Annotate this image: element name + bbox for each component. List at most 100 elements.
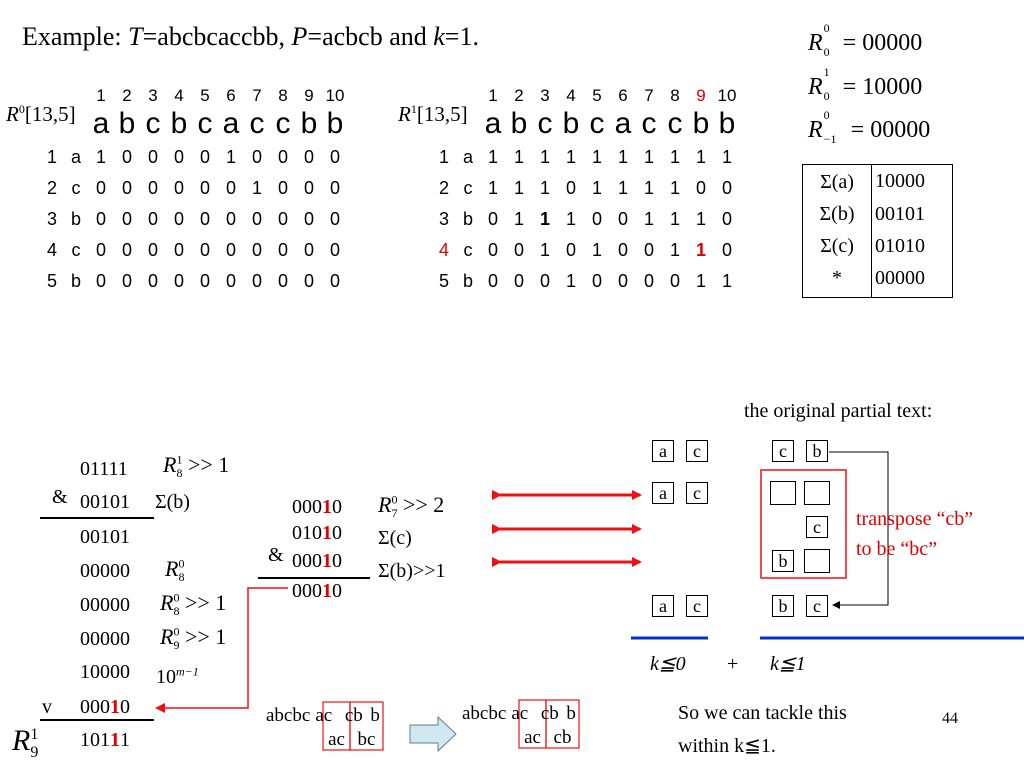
cell: 0 bbox=[695, 178, 706, 198]
r-sub: 8 bbox=[176, 466, 183, 481]
row-letter: c bbox=[463, 178, 473, 198]
or-line bbox=[40, 719, 154, 721]
cell: 1 bbox=[565, 209, 576, 229]
row-letter: b bbox=[70, 209, 81, 229]
transpose-label: transpose “cb” bbox=[856, 508, 974, 530]
empty-box bbox=[770, 481, 796, 505]
calc-line: 01010 bbox=[292, 522, 342, 544]
k0-label: k≦0 bbox=[650, 653, 686, 675]
str-window-b: cb bbox=[540, 703, 559, 724]
note-r8-1: R18 >> 1 bbox=[163, 452, 229, 481]
cell: 1 bbox=[695, 147, 706, 167]
col-num: 8 bbox=[278, 86, 288, 105]
sigma-key: Σ(a) bbox=[802, 164, 872, 198]
eq-r-symbol: R bbox=[808, 30, 823, 56]
text-letter: c bbox=[249, 107, 265, 140]
note-sigma-b: Σ(b) bbox=[155, 491, 190, 513]
calc-line: 00000 bbox=[80, 560, 130, 582]
cell: 0 bbox=[173, 271, 184, 291]
title-p-val: =acbcb and bbox=[307, 22, 434, 51]
r-sub: 9 bbox=[30, 744, 39, 761]
sigma-value: 00101 bbox=[875, 202, 925, 225]
r-sub: 8 bbox=[173, 604, 180, 619]
and-operator: & bbox=[52, 486, 68, 508]
str-window-a: ac bbox=[511, 703, 529, 724]
text-letter: c bbox=[667, 107, 683, 140]
col-num: 6 bbox=[226, 86, 236, 105]
cell: 1 bbox=[669, 240, 680, 260]
cell: 1 bbox=[565, 147, 576, 167]
sigma-table: Σ(a)10000 Σ(b)00101 Σ(c)01010 *00000 bbox=[802, 164, 953, 298]
str-window-a: ac bbox=[315, 705, 333, 726]
k1-label: k≦1 bbox=[770, 653, 806, 675]
row-letter: b bbox=[462, 271, 473, 291]
cell-highlight: 1 bbox=[695, 240, 706, 260]
cell: 0 bbox=[721, 240, 732, 260]
row-letter: c bbox=[463, 240, 473, 260]
cell: 0 bbox=[303, 240, 314, 260]
cell: 0 bbox=[303, 209, 314, 229]
note-r9-0-shift: R09 >> 1 bbox=[160, 624, 226, 651]
cell: 0 bbox=[225, 209, 236, 229]
calc-line: 00010 bbox=[292, 496, 342, 518]
cell: 0 bbox=[147, 147, 158, 167]
text-letter-row: a b c b c a c c b b bbox=[432, 106, 740, 142]
row-num: 1 bbox=[438, 147, 449, 167]
cell: 0 bbox=[173, 178, 184, 198]
col-num: 2 bbox=[514, 86, 524, 105]
cell: 0 bbox=[643, 240, 654, 260]
r-symbol: R bbox=[160, 590, 174, 615]
char-box: a bbox=[652, 595, 674, 617]
note-sigma-c: Σ(c) bbox=[378, 527, 412, 549]
empty-box bbox=[804, 549, 830, 573]
text-letter: b bbox=[562, 107, 580, 140]
cell: 0 bbox=[565, 240, 576, 260]
cell: 1 bbox=[669, 178, 680, 198]
cell: 0 bbox=[277, 178, 288, 198]
str-window-b: cb bbox=[344, 705, 363, 726]
label-sup: 0 bbox=[18, 102, 25, 116]
to-be-label: to be “bc” bbox=[856, 538, 938, 560]
cell: 0 bbox=[251, 271, 262, 291]
char-box: a bbox=[652, 482, 674, 504]
r-sup: 1 bbox=[30, 726, 39, 743]
cell: 0 bbox=[591, 209, 602, 229]
cell: 0 bbox=[95, 209, 106, 229]
calc-line: 00000 bbox=[80, 628, 130, 650]
col-num: 3 bbox=[540, 86, 550, 105]
conclusion-line-2: within k≦1. bbox=[678, 735, 776, 757]
col-number-row: 1 2 3 4 5 6 7 8 9 10 bbox=[40, 86, 348, 106]
result-connector bbox=[155, 587, 288, 713]
text-letter: b bbox=[300, 107, 318, 140]
calc-line: 00000 bbox=[80, 594, 130, 616]
cell: 1 bbox=[513, 178, 524, 198]
sigma-row: Σ(c)01010 bbox=[802, 230, 953, 262]
plus-sign: + bbox=[727, 653, 739, 675]
pat-b: cb bbox=[553, 727, 572, 748]
text-letter: c bbox=[145, 107, 161, 140]
char-box: c bbox=[806, 516, 828, 538]
cell: 0 bbox=[643, 271, 654, 291]
pat-a: ac bbox=[328, 729, 345, 750]
cell: 0 bbox=[329, 240, 340, 260]
text-letter: b bbox=[510, 107, 528, 140]
cell: 1 bbox=[695, 209, 706, 229]
slide-title: Example: T=abcbcaccbb, P=acbcb and k=1. bbox=[22, 22, 479, 52]
title-t-val: =abcbcaccbb, bbox=[142, 22, 292, 51]
col-num: 1 bbox=[488, 86, 498, 105]
r-sub: 7 bbox=[391, 506, 398, 521]
row-letter: b bbox=[462, 209, 473, 229]
title-t-var: T bbox=[128, 22, 143, 51]
cell: 0 bbox=[513, 240, 524, 260]
empty-box bbox=[804, 481, 830, 505]
cell: 1 bbox=[487, 178, 498, 198]
r-symbol: R bbox=[378, 492, 392, 517]
title-k-val: =1. bbox=[444, 22, 479, 51]
cell: 0 bbox=[95, 240, 106, 260]
cell: 0 bbox=[277, 240, 288, 260]
